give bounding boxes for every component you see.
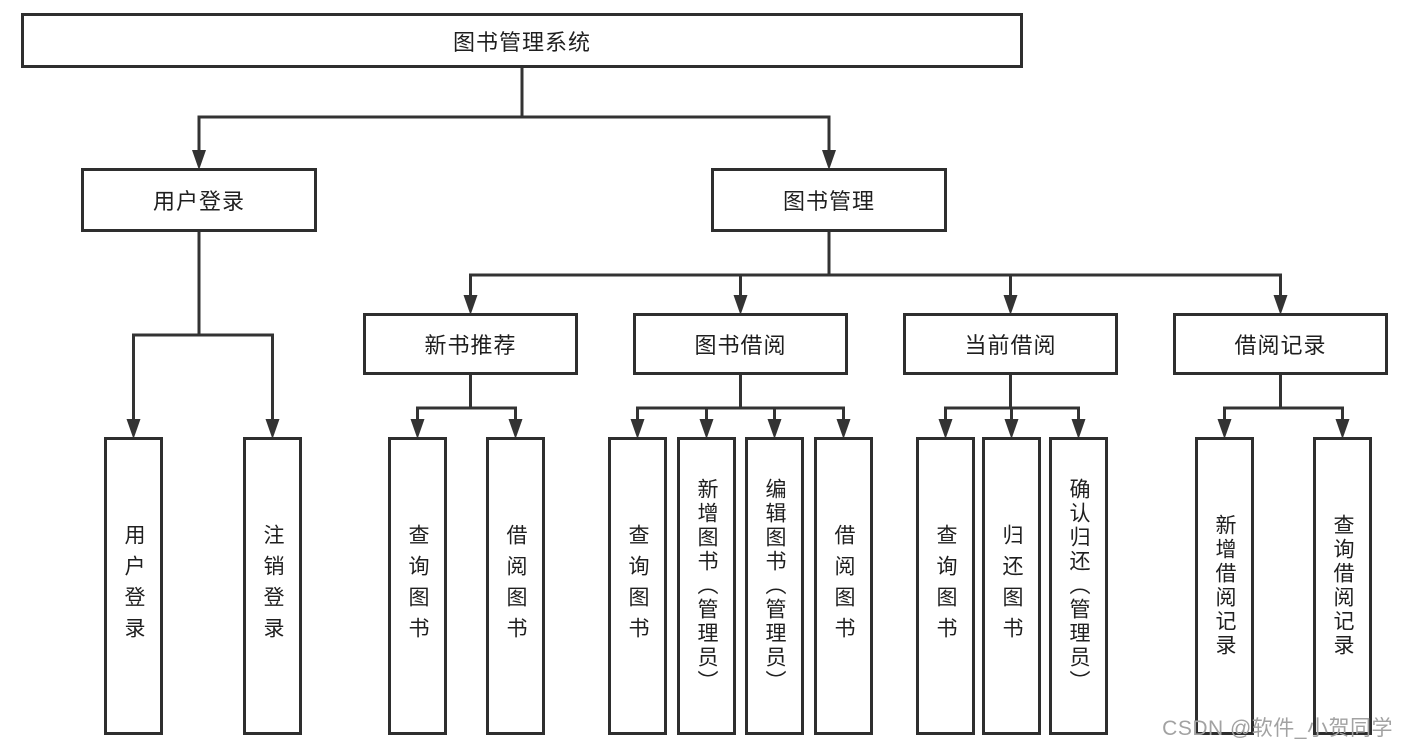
node-cur-return: 归还图书 (982, 437, 1041, 735)
node-recd-add: 新增借阅记录 (1195, 437, 1254, 735)
node-rec-query: 查询图书 (388, 437, 447, 735)
node-bor-add: 新增图书（管理员） (677, 437, 736, 735)
node-cur-query: 查询图书 (916, 437, 975, 735)
node-label-bor-add: 新增图书（管理员） (695, 478, 718, 694)
node-mgmt: 图书管理 (711, 168, 947, 232)
node-label-cur-return: 归还图书 (1000, 524, 1023, 648)
node-label-bor-borrow: 借阅图书 (832, 524, 855, 648)
node-user-login: 用户登录 (104, 437, 163, 735)
node-borrow: 图书借阅 (633, 313, 848, 375)
node-label-rec-borrow: 借阅图书 (504, 524, 527, 648)
node-label-logout: 注销登录 (261, 524, 284, 648)
node-bor-query: 查询图书 (608, 437, 667, 735)
node-label-cur-query: 查询图书 (934, 524, 957, 648)
node-label-recd-query: 查询借阅记录 (1331, 514, 1354, 658)
node-label-bor-edit: 编辑图书（管理员） (763, 478, 786, 694)
node-records: 借阅记录 (1173, 313, 1388, 375)
node-login: 用户登录 (81, 168, 317, 232)
node-label-user-login: 用户登录 (122, 524, 145, 648)
node-recd-query: 查询借阅记录 (1313, 437, 1372, 735)
node-rec-borrow: 借阅图书 (486, 437, 545, 735)
watermark-text: CSDN @软件_小贺同学 (1162, 717, 1393, 740)
node-root: 图书管理系统 (21, 13, 1023, 68)
node-current: 当前借阅 (903, 313, 1118, 375)
node-logout: 注销登录 (243, 437, 302, 735)
node-label-cur-confirm: 确认归还（管理员） (1067, 478, 1090, 694)
node-bor-borrow: 借阅图书 (814, 437, 873, 735)
node-bor-edit: 编辑图书（管理员） (745, 437, 804, 735)
node-label-rec-query: 查询图书 (406, 524, 429, 648)
node-rec: 新书推荐 (363, 313, 578, 375)
node-label-recd-add: 新增借阅记录 (1213, 514, 1236, 658)
node-cur-confirm: 确认归还（管理员） (1049, 437, 1108, 735)
node-label-bor-query: 查询图书 (626, 524, 649, 648)
